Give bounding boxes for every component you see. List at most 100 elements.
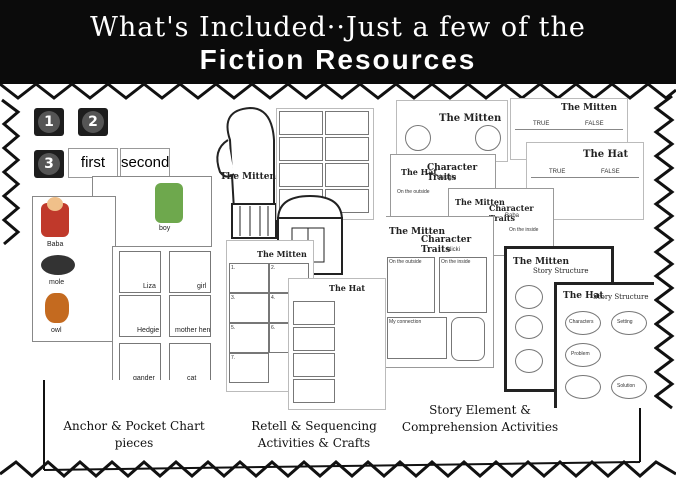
ss-hat-circle — [611, 375, 647, 399]
pic-label-liza: Liza — [143, 283, 156, 290]
ss-hat-circle — [611, 311, 647, 335]
retell-card — [279, 137, 323, 161]
ss-mitten-subtitle: Story Structure — [533, 267, 589, 275]
traits-inside-label: On the inside — [441, 259, 471, 265]
my-connection-label: My connection — [389, 319, 422, 325]
pic-label-cat: cat — [187, 375, 197, 380]
nicki-picture — [451, 317, 485, 361]
comprehension-title: The Mitten — [439, 113, 502, 124]
header-banner: What's Included··Just a few of the Ficti… — [0, 0, 676, 84]
hat-seq-box — [293, 301, 335, 325]
traits-mitten-title-2: The Mitten — [389, 227, 446, 237]
pic-label-mole: mole — [49, 279, 65, 286]
ss-problem: Problem — [571, 351, 590, 357]
ss-mitten-title: The Mitten — [513, 257, 570, 267]
seq-box — [229, 323, 269, 353]
false-label: FALSE — [585, 121, 604, 127]
ss-hat-circle — [565, 311, 601, 335]
caption-story-line2: Comprehension Activities — [401, 420, 559, 434]
retell-collage: The Mitten The Mitten 1. 2. 3. 4. 5. 6. … — [206, 100, 392, 412]
ss-setting: Setting — [617, 319, 633, 325]
false-label-hat: FALSE — [601, 169, 620, 175]
seq-box — [229, 263, 269, 293]
connection-box — [387, 317, 447, 359]
caption-anchor: Anchor & Pocket Chart pieces — [52, 418, 216, 452]
hat-sequencing-sheet: The Hat — [288, 278, 386, 410]
seq-box — [229, 353, 269, 383]
retell-card — [325, 111, 369, 135]
caption-retell-line2: Activities & Crafts — [257, 436, 371, 450]
pic-label-owl: owl — [51, 327, 62, 334]
baba-face — [47, 197, 63, 211]
ss-circle — [515, 285, 543, 309]
owl-picture — [45, 293, 69, 323]
ss-hat-circle — [565, 343, 601, 367]
number-tile-2: 2 — [78, 108, 108, 136]
traits-mitten-title: The Mitten — [455, 197, 505, 207]
hat-pocket-chart: Liza girl Hedgie mother hen gander cat — [112, 246, 212, 380]
pic-label-gander: gander — [133, 375, 155, 380]
word-card-second: second — [120, 148, 170, 178]
mitten-comprehension-sheet: The Mitten — [396, 100, 508, 162]
mitten-craft — [216, 106, 277, 239]
true-label: TRUE — [533, 121, 550, 127]
character-traits-hedgie: The Hat Character Traits Hedgie On the o… — [390, 154, 496, 226]
pic-label-baba: Baba — [47, 241, 64, 248]
boy-picture — [155, 183, 183, 223]
true-false-hat-title: The Hat — [583, 149, 629, 160]
retell-card — [325, 163, 369, 187]
seq-number-3: 3. — [231, 295, 236, 301]
ss-hat-circle — [565, 375, 601, 399]
mitten-craft-title: The Mitten — [220, 172, 277, 182]
retell-card — [325, 137, 369, 161]
seq-number-7: 7. — [231, 355, 236, 361]
inside-box — [439, 257, 487, 313]
seq-number-4: 4. — [271, 295, 276, 301]
retell-card — [279, 163, 323, 187]
traits-outside-label: On the outside — [389, 259, 422, 265]
traits-on-outside: On the outside — [397, 189, 430, 195]
hat-seq-box — [293, 327, 335, 351]
ss-solution: Solution — [617, 383, 636, 389]
mole-picture — [41, 255, 75, 275]
hat-seq-box — [293, 379, 335, 403]
header-title-line2: Fiction Resources — [199, 44, 477, 75]
true-false-title: The Mitten — [561, 103, 618, 113]
number-tile-1: 1 — [34, 108, 64, 136]
seq-number-5: 5. — [231, 325, 236, 331]
liza-cell — [119, 251, 161, 293]
ss-characters: Characters — [569, 319, 594, 325]
retell-card — [279, 111, 323, 135]
pic-label-mother-hen: mother hen — [175, 327, 211, 334]
anchor-chart-collage: 1 2 3 first second boy Baba mole owl Liz… — [22, 100, 212, 380]
outside-box — [387, 257, 435, 313]
gander-cell — [119, 343, 161, 380]
caption-retell: Retell & Sequencing Activities & Crafts — [234, 418, 394, 452]
caption-story-line1: Story Element & — [429, 403, 531, 417]
cat-cell — [169, 343, 211, 380]
seq-box — [229, 293, 269, 323]
story-element-collage: The Mitten The Mitten TRUE FALSE The Hat… — [386, 96, 654, 408]
character-traits-nicki: The Mitten Character Traits Nicki On the… — [386, 216, 494, 368]
seq-number-2: 2. — [271, 265, 276, 271]
ss-hat-subtitle: Story Structure — [593, 293, 649, 301]
story-structure-hat: The Hat Story Structure Characters Setti… — [554, 282, 654, 408]
traits-name-baba: Baba — [505, 213, 520, 219]
pic-label-boy: boy — [159, 225, 171, 232]
ss-hat-title: The Hat — [563, 291, 604, 301]
caption-anchor-line2: pieces — [114, 436, 154, 450]
word-card-first: first — [68, 148, 118, 178]
true-label-hat: TRUE — [549, 169, 566, 175]
number-tile-3: 3 — [34, 150, 64, 178]
caption-anchor-line1: Anchor & Pocket Chart — [63, 419, 205, 433]
girl-cell — [169, 251, 211, 293]
traits-name-hedgie: Hedgie — [437, 175, 457, 181]
comprehension-circle — [475, 125, 501, 151]
seq-sheet-title: The Mitten — [257, 249, 307, 259]
caption-story: Story Element & Comprehension Activities — [398, 402, 562, 436]
pic-label-hedgie: Hedgie — [137, 327, 160, 334]
traits-name-nicki: Nicki — [447, 247, 460, 253]
seq-number-1: 1. — [231, 265, 236, 271]
ss-circle — [515, 315, 543, 339]
pic-label-girl: girl — [197, 283, 207, 290]
